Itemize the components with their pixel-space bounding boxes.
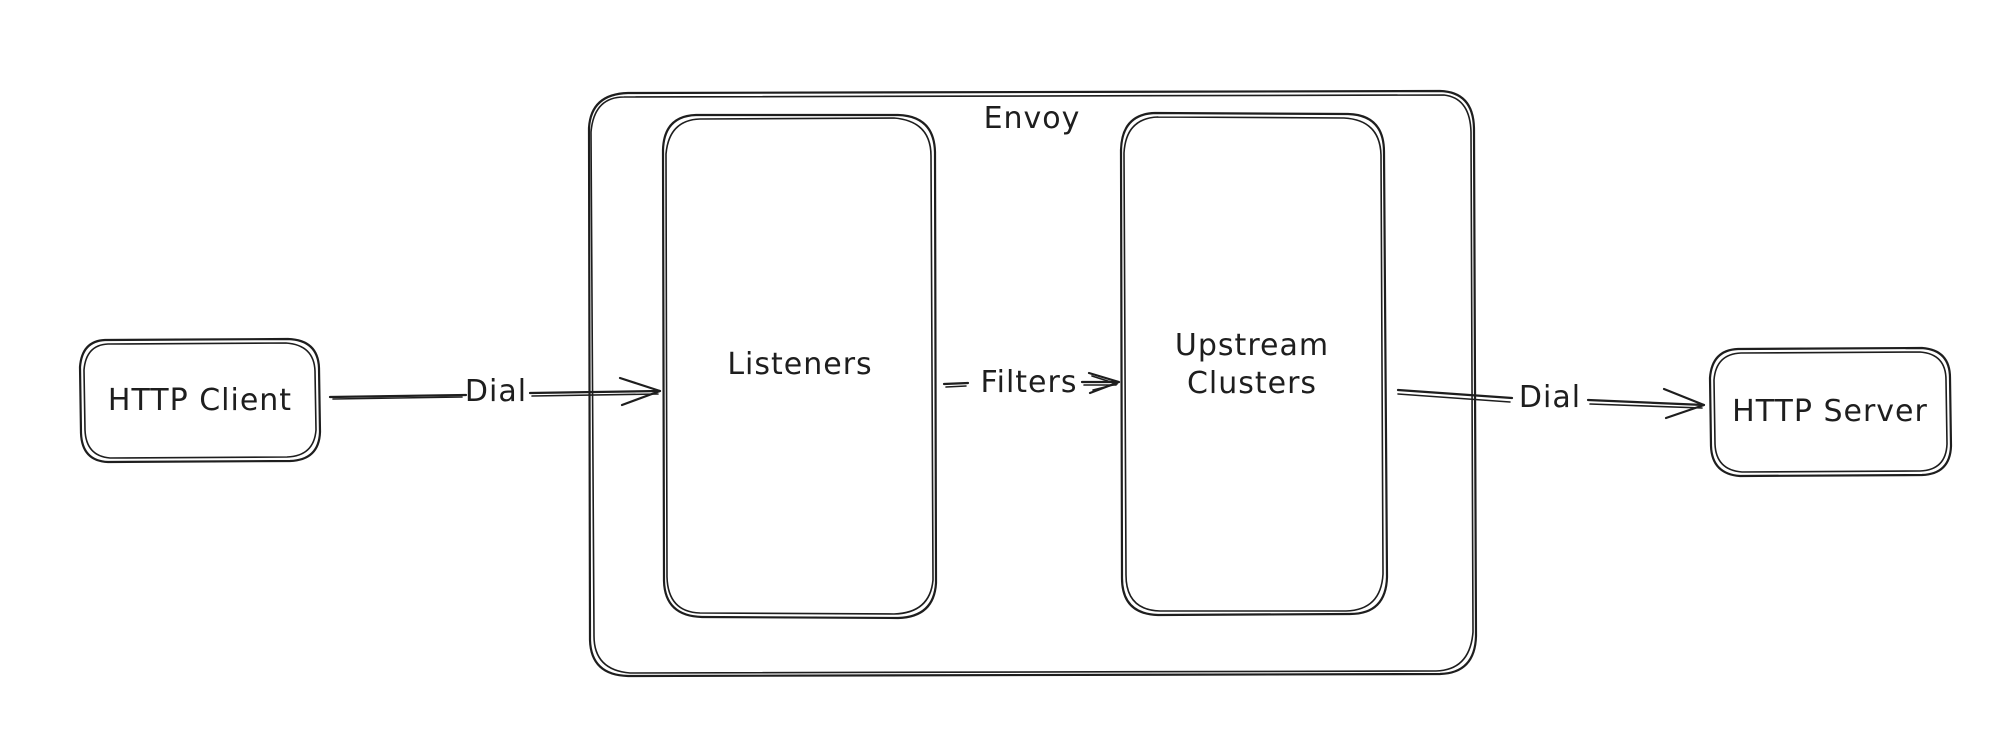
upstream-clusters-label-line1: Upstream — [1175, 328, 1329, 363]
envoy-container[interactable]: Envoy — [587, 89, 1478, 678]
http-server-label: HTTP Server — [1732, 394, 1928, 429]
http-client-label: HTTP Client — [108, 383, 292, 418]
dial-edge-label-2: Dial — [1519, 380, 1581, 415]
http-client-box[interactable]: HTTP Client — [78, 337, 322, 464]
dial-edge-label-1: Dial — [465, 374, 527, 409]
listeners-label: Listeners — [727, 347, 872, 382]
listeners-box[interactable]: Listeners — [661, 113, 938, 620]
filters-edge-label: Filters — [981, 365, 1078, 400]
arrow-client-to-listeners[interactable]: Dial — [328, 374, 662, 409]
arrow-upstream-to-server[interactable]: Dial — [1396, 380, 1706, 420]
http-server-box[interactable]: HTTP Server — [1708, 346, 1953, 478]
arrow-listeners-to-upstream[interactable]: Filters — [942, 365, 1121, 400]
upstream-clusters-box[interactable]: Upstream Clusters — [1119, 111, 1389, 617]
envoy-label: Envoy — [984, 101, 1081, 136]
upstream-clusters-label-line2: Clusters — [1187, 366, 1317, 401]
